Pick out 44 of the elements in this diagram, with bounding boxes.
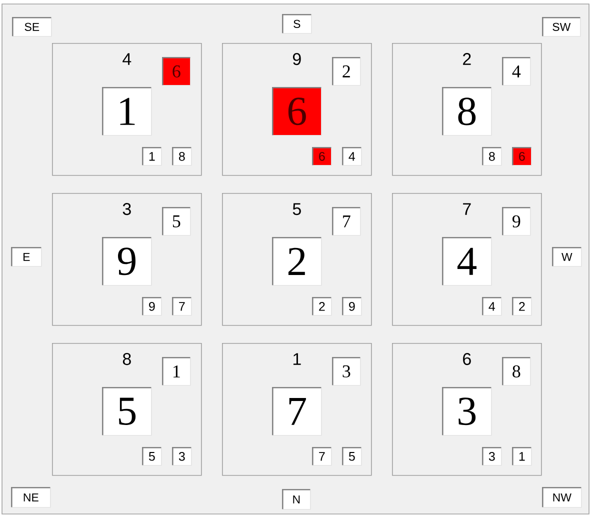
- small-number-box: 9: [142, 297, 162, 316]
- number-box: 9: [502, 206, 531, 236]
- small-number-box: 3: [482, 447, 502, 466]
- small-number-box: 9: [342, 297, 362, 316]
- small-number-box: 3: [172, 447, 192, 466]
- direction-label-box: NE: [11, 487, 51, 508]
- number-box: 6: [162, 57, 191, 86]
- small-number-box: 1: [142, 147, 162, 166]
- large-number-box: 7: [272, 387, 322, 436]
- large-number-box: 8: [442, 87, 492, 136]
- small-number-box: 6: [312, 147, 332, 166]
- small-number-box: 6: [512, 147, 532, 166]
- direction-label-box: NW: [542, 487, 582, 508]
- direction-label-box: E: [11, 246, 42, 267]
- small-number-box: 5: [142, 447, 162, 466]
- number-box: 4: [502, 57, 531, 86]
- direction-label-box: W: [552, 246, 582, 267]
- large-number-box: 1: [102, 87, 152, 136]
- number-box: 8: [502, 357, 531, 386]
- direction-label-box: S: [282, 14, 312, 34]
- direction-label-box: SW: [542, 17, 581, 37]
- direction-label-box: N: [282, 489, 311, 510]
- large-number-box: 9: [102, 236, 152, 286]
- large-number-box: 2: [272, 236, 322, 286]
- large-number-box: 6: [272, 87, 322, 136]
- small-number-box: 2: [312, 297, 332, 316]
- small-number-box: 5: [342, 447, 362, 466]
- number-box: 2: [332, 57, 361, 86]
- number-box: 7: [332, 206, 361, 236]
- small-number-box: 2: [512, 297, 532, 316]
- small-number-box: 7: [172, 297, 192, 316]
- small-number-box: 4: [342, 147, 362, 166]
- small-number-box: 8: [482, 147, 502, 166]
- direction-label-box: SE: [12, 17, 52, 37]
- small-number-box: 4: [482, 297, 502, 316]
- large-number-box: 4: [442, 236, 492, 286]
- number-box: 5: [162, 206, 191, 236]
- small-number-box: 1: [512, 447, 532, 466]
- small-number-box: 7: [312, 447, 332, 466]
- large-number-box: 3: [442, 387, 492, 436]
- number-box: 3: [332, 357, 361, 386]
- large-number-box: 5: [102, 387, 152, 436]
- small-number-box: 8: [172, 147, 192, 166]
- number-box: 1: [162, 357, 191, 386]
